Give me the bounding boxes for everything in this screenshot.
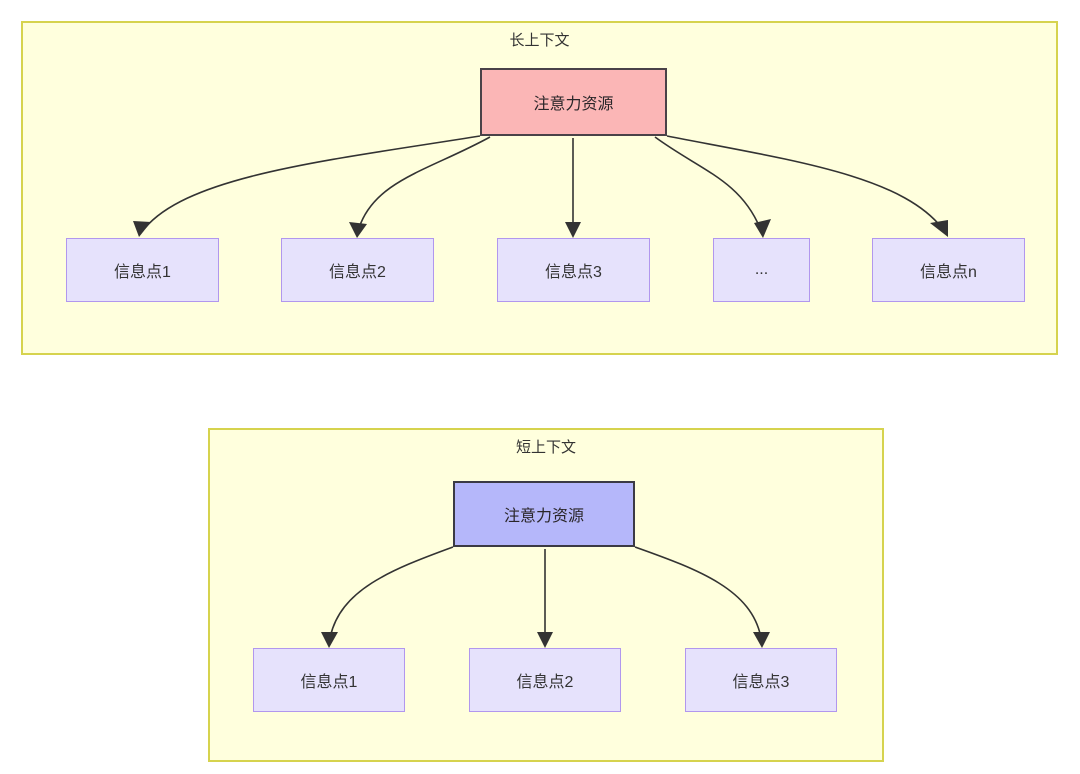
node-short-info-2-label: 信息点2 — [516, 674, 574, 691]
node-long-info-3[interactable]: 信息点3 — [497, 238, 650, 302]
node-root-long[interactable]: 注意力资源 — [480, 68, 667, 136]
node-short-info-2[interactable]: 信息点2 — [469, 648, 621, 712]
node-root-long-label: 注意力资源 — [533, 96, 614, 113]
node-long-info-n[interactable]: 信息点n — [872, 238, 1025, 302]
node-long-info-ellipsis[interactable]: ... — [713, 238, 810, 302]
node-short-info-1[interactable]: 信息点1 — [253, 648, 405, 712]
node-long-info-ellipsis-label: ... — [754, 261, 769, 278]
node-root-short[interactable]: 注意力资源 — [453, 481, 635, 547]
node-long-info-2[interactable]: 信息点2 — [281, 238, 434, 302]
node-short-info-3[interactable]: 信息点3 — [685, 648, 837, 712]
node-short-info-1-label: 信息点1 — [300, 674, 358, 691]
node-long-info-2-label: 信息点2 — [329, 264, 386, 281]
node-short-info-3-label: 信息点3 — [732, 674, 790, 691]
node-long-info-n-label: 信息点n — [920, 264, 977, 281]
group-short-context-title: 短上下文 — [515, 439, 576, 456]
node-root-short-label: 注意力资源 — [503, 508, 584, 525]
node-long-info-1-label: 信息点1 — [114, 264, 171, 281]
group-long-context-title: 长上下文 — [509, 32, 570, 49]
node-long-info-1[interactable]: 信息点1 — [66, 238, 219, 302]
node-long-info-3-label: 信息点3 — [545, 264, 602, 281]
